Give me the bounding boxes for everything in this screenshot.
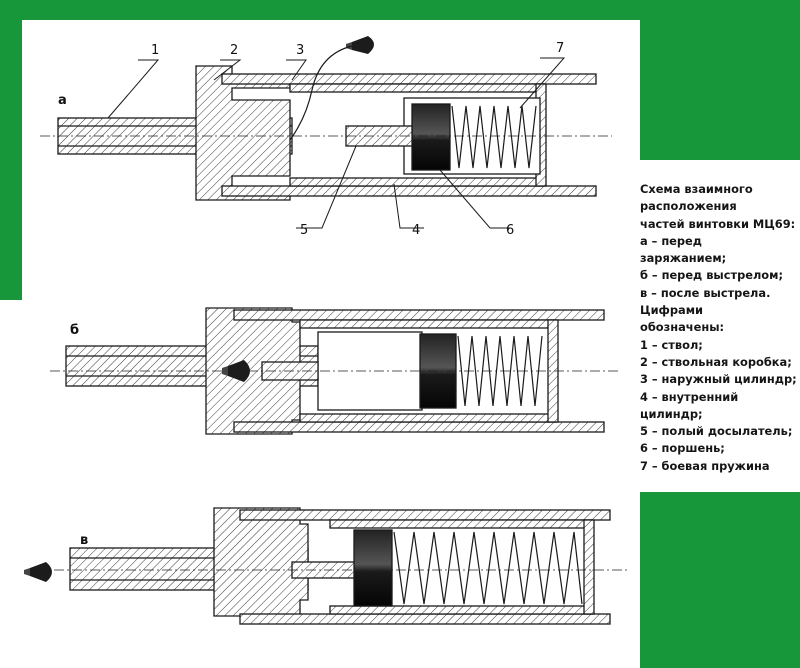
legend-line: в – после выстрела. — [640, 285, 771, 300]
legend-line: цилиндр; — [640, 406, 703, 421]
panel-label-c: в — [80, 533, 89, 548]
legend-line: Цифрами — [640, 303, 703, 318]
part-label-1: 1 — [151, 43, 160, 58]
panel-label-a: а — [58, 93, 67, 108]
outer-cylinder-bottom-a — [221, 185, 597, 197]
part-label-2: 2 — [230, 43, 239, 58]
panel-side — [630, 160, 800, 492]
inner-cylinder-bottom-c — [329, 605, 593, 615]
pellet-icon-b — [222, 360, 250, 382]
panel-label-b: б — [70, 323, 80, 338]
legend-line: 5 – полый досылатель; — [640, 424, 793, 439]
legend-line: расположения — [640, 199, 737, 214]
inner-cylinder-top-a — [289, 83, 545, 93]
legend-line: 2 – ствольная коробка; — [640, 354, 792, 369]
inner-cylinder-top-c — [329, 519, 593, 529]
piston-a — [411, 103, 451, 171]
part-label-5: 5 — [300, 223, 309, 238]
legend-line: 4 – внутренний — [640, 389, 739, 404]
part-label-6: 6 — [506, 223, 515, 238]
legend-line: а – перед — [640, 233, 702, 248]
legend-line: 6 – поршень; — [640, 441, 725, 456]
pellet-icon — [346, 36, 374, 54]
legend-line: 3 – наружный цилиндр; — [640, 372, 797, 387]
part-label-3: 3 — [296, 43, 305, 58]
legend-line: заряжанием; — [640, 251, 727, 266]
pellet-path-a — [289, 45, 353, 141]
spring-c — [393, 531, 583, 605]
spring-b — [457, 335, 543, 407]
legend-line: 7 – боевая пружина — [640, 458, 770, 473]
inner-cylinder-end-c — [583, 519, 595, 615]
outer-cylinder-top-a — [221, 73, 597, 85]
schematic-a — [57, 65, 597, 201]
legend-line: обозначены: — [640, 320, 725, 335]
green-right-strip — [640, 492, 800, 668]
part-label-4: 4 — [412, 223, 421, 238]
green-top-strip — [0, 0, 800, 20]
outer-cylinder-top-c — [239, 509, 611, 521]
green-right-top — [640, 20, 800, 160]
leader-lines-a — [107, 57, 566, 229]
panel-top — [22, 20, 640, 302]
piston-c — [353, 529, 393, 607]
outer-cylinder-top-b — [233, 309, 605, 321]
outer-cylinder-bottom-b — [233, 421, 605, 433]
green-left-strip — [0, 0, 22, 300]
inner-cylinder-top-b — [299, 319, 557, 329]
part-label-7: 7 — [556, 41, 565, 56]
inner-cylinder-bottom-b — [299, 413, 557, 423]
inner-cylinder-bottom-a — [289, 177, 545, 187]
legend-line: 1 – ствол; — [640, 337, 703, 352]
legend-line: частей винтовки МЦ69: — [640, 216, 796, 231]
legend-line: Схема взаимного — [640, 182, 753, 196]
legend-line: б – перед выстрелом; — [640, 268, 783, 283]
legend: Схема взаимного расположения частей винт… — [640, 181, 800, 475]
schematic-c — [69, 507, 611, 625]
outer-cylinder-bottom-c — [239, 613, 611, 625]
pellet-icon-c — [24, 562, 52, 582]
